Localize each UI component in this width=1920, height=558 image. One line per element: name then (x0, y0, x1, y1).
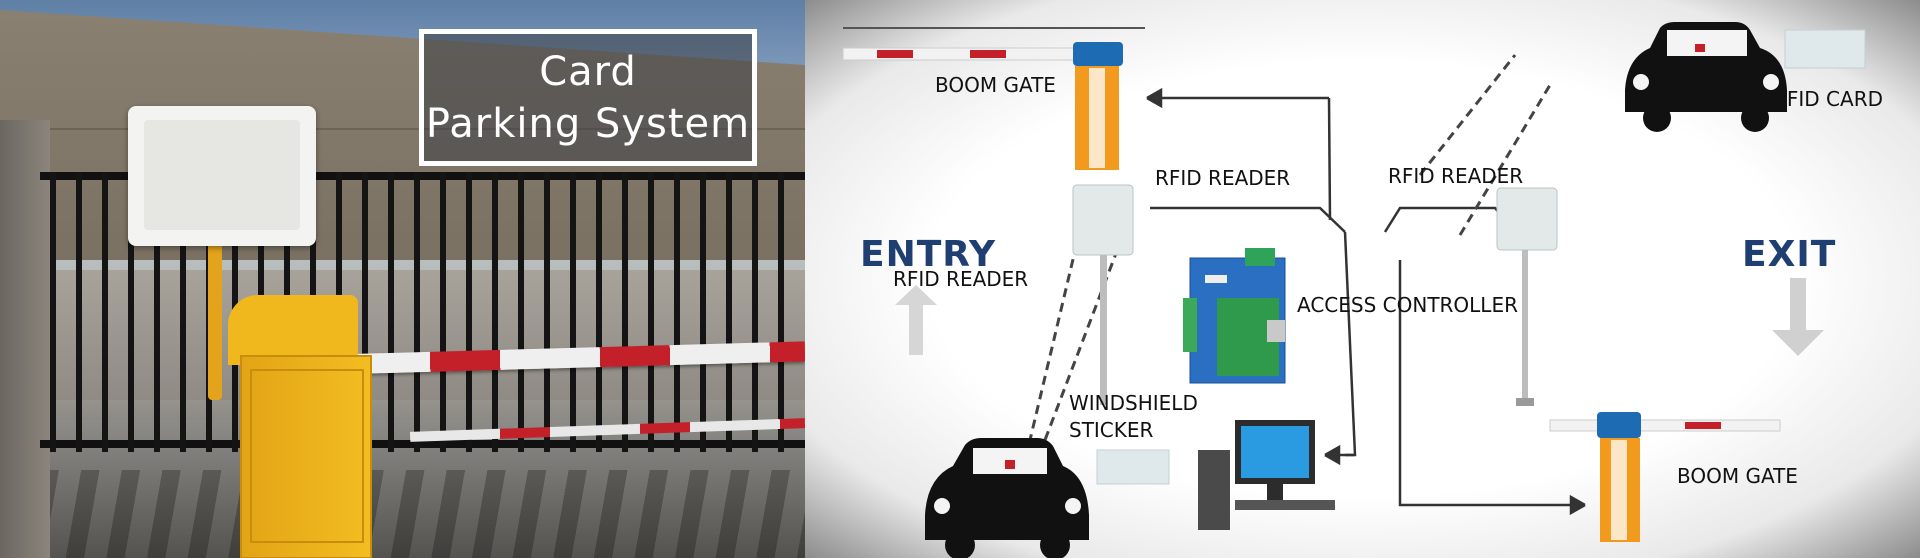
rfid-parking-diagram: ENTRY EXIT BOOM GATE RFID READER RFID RE… (805, 0, 1920, 558)
label-boom-gate-bottom: BOOM GATE (1677, 464, 1798, 488)
label-rfid-reader-center: RFID READER (1155, 166, 1291, 190)
rfid-reader-right-icon (1496, 187, 1558, 406)
label-rfid-reader-left: RFID READER (893, 267, 1029, 291)
car-bottom-left-icon (925, 438, 1089, 558)
entry-label: ENTRY (860, 234, 997, 275)
title-line-2: Parking System (425, 100, 751, 147)
barrier-cabinet (240, 355, 372, 558)
label-access-controller: ACCESS CONTROLLER (1297, 293, 1518, 317)
label-rfid-card: RFID CARD (1773, 87, 1883, 111)
barrier-cabinet-top (228, 295, 358, 365)
rfid-card-icon (1784, 29, 1866, 69)
reader-pole (208, 240, 222, 400)
label-rfid-reader-right: RFID READER (1388, 164, 1524, 188)
parking-gate-photo: Card Parking System (0, 0, 805, 558)
car-top-right-icon (1625, 22, 1787, 132)
entry-arrow-icon (895, 285, 937, 355)
connection-lines (1146, 87, 1586, 516)
windshield-sticker-icon (1096, 449, 1170, 485)
title-box: Card Parking System (419, 29, 757, 166)
road (0, 270, 805, 400)
label-windshield-line-1: WINDSHIELD (1069, 391, 1198, 415)
rfid-reader-center-icon (1072, 184, 1134, 405)
label-boom-gate-top: BOOM GATE (935, 73, 1056, 97)
rfid-reader-panel (128, 106, 316, 246)
exit-label: EXIT (1742, 234, 1837, 275)
boom-gate-top-icon (842, 42, 1123, 170)
diagram-graphics (842, 22, 1866, 558)
title-line-1: Card (539, 48, 637, 95)
stone-pillar (0, 120, 50, 558)
label-windshield-line-2: STICKER (1069, 418, 1154, 442)
computer-icon (1198, 420, 1335, 530)
exit-arrow-icon (1772, 278, 1824, 356)
rf-signal-lines (1028, 54, 1552, 441)
access-controller-board-icon (1183, 248, 1286, 384)
boom-gate-bottom-icon (1549, 412, 1781, 542)
